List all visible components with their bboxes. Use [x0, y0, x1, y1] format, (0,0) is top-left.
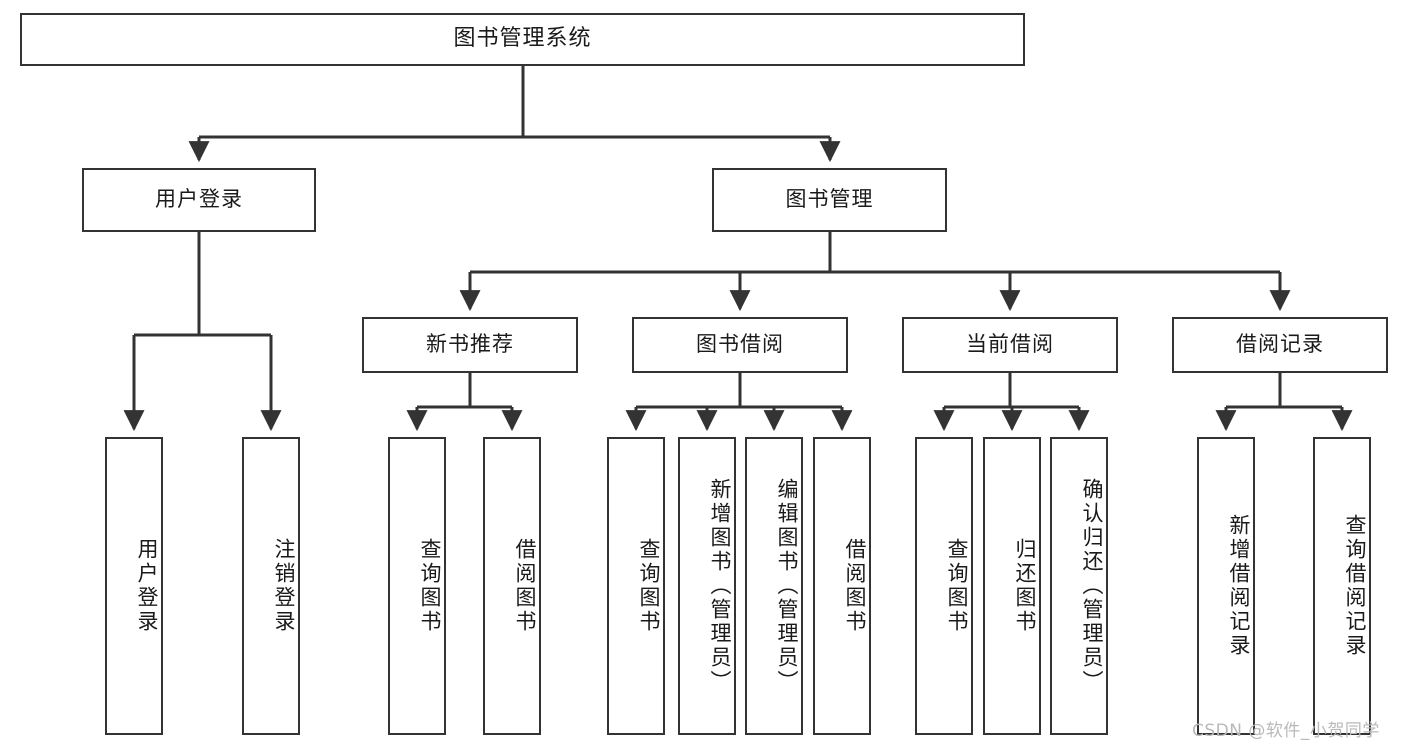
node-leaf-query-book-3[interactable]: 查询图书: [915, 437, 973, 735]
node-leaf-logout[interactable]: 注销登录: [242, 437, 300, 735]
csdn-watermark: CSDN @软件_小贺同学: [1192, 721, 1380, 741]
node-book-manage-label: 图书管理: [785, 187, 874, 212]
node-leaf-borrow-book-2[interactable]: 借阅图书: [813, 437, 871, 735]
node-leaf-confirm-return-label: 确认归还（管理员）: [1080, 478, 1104, 694]
node-leaf-query-book-2-label: 查询图书: [637, 538, 661, 634]
node-leaf-query-book-2[interactable]: 查询图书: [607, 437, 665, 735]
node-leaf-query-book-1[interactable]: 查询图书: [388, 437, 446, 735]
node-new-book-recommend[interactable]: 新书推荐: [362, 317, 578, 373]
node-user-login[interactable]: 用户登录: [82, 168, 316, 232]
node-current-borrow-label: 当前借阅: [966, 332, 1054, 357]
node-leaf-user-login-label: 用户登录: [135, 538, 159, 634]
node-leaf-user-login[interactable]: 用户登录: [105, 437, 163, 735]
node-leaf-query-record-label: 查询借阅记录: [1343, 514, 1367, 658]
node-leaf-query-book-3-label: 查询图书: [945, 538, 969, 634]
node-leaf-borrow-book-1-label: 借阅图书: [513, 538, 537, 634]
node-leaf-return-book[interactable]: 归还图书: [983, 437, 1041, 735]
node-root-label: 图书管理系统: [453, 26, 592, 52]
node-book-manage[interactable]: 图书管理: [712, 168, 947, 232]
node-new-book-recommend-label: 新书推荐: [426, 332, 514, 357]
node-book-borrow-label: 图书借阅: [696, 332, 784, 357]
node-leaf-confirm-return[interactable]: 确认归还（管理员）: [1050, 437, 1108, 735]
node-book-borrow[interactable]: 图书借阅: [632, 317, 848, 373]
node-borrow-record-label: 借阅记录: [1236, 332, 1324, 357]
node-leaf-add-book-label: 新增图书（管理员）: [708, 478, 732, 694]
node-leaf-query-record[interactable]: 查询借阅记录: [1313, 437, 1371, 735]
node-leaf-borrow-book-2-label: 借阅图书: [843, 538, 867, 634]
node-current-borrow[interactable]: 当前借阅: [902, 317, 1118, 373]
node-leaf-borrow-book-1[interactable]: 借阅图书: [483, 437, 541, 735]
node-leaf-add-record[interactable]: 新增借阅记录: [1197, 437, 1255, 735]
node-user-login-label: 用户登录: [155, 187, 243, 212]
node-leaf-logout-label: 注销登录: [272, 538, 296, 634]
node-leaf-add-record-label: 新增借阅记录: [1227, 514, 1251, 658]
node-leaf-edit-book[interactable]: 编辑图书（管理员）: [745, 437, 803, 735]
node-leaf-edit-book-label: 编辑图书（管理员）: [775, 478, 799, 694]
node-root[interactable]: 图书管理系统: [20, 13, 1025, 66]
node-leaf-return-book-label: 归还图书: [1013, 538, 1037, 634]
node-leaf-add-book[interactable]: 新增图书（管理员）: [678, 437, 736, 735]
node-borrow-record[interactable]: 借阅记录: [1172, 317, 1388, 373]
node-leaf-query-book-1-label: 查询图书: [418, 538, 442, 634]
